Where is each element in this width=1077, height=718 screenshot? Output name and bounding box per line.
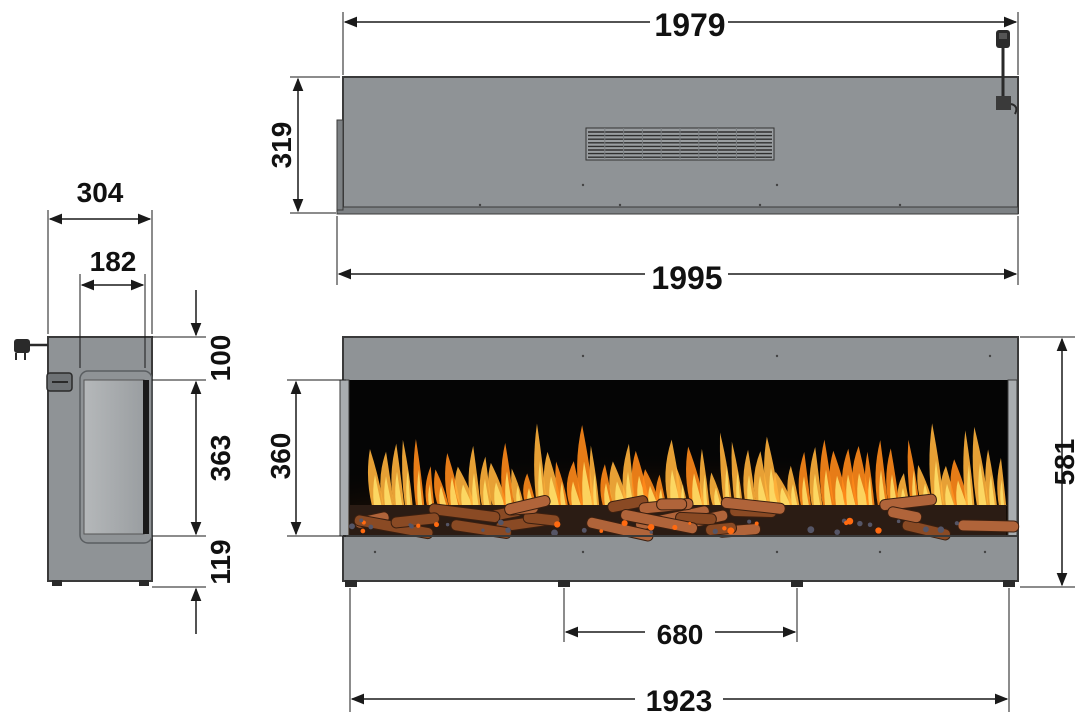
side-view <box>14 336 153 586</box>
side-power-plug-icon <box>14 339 48 360</box>
top-view-base-strip <box>336 206 1019 215</box>
front-foot-3 <box>791 580 803 587</box>
top-view <box>336 30 1019 215</box>
dimension-label-119: 119 <box>205 539 236 584</box>
dimension-label-680: 680 <box>657 619 704 650</box>
front-view <box>339 336 1020 587</box>
side-view-front-edge <box>143 380 149 534</box>
dimension-label-581: 581 <box>1049 439 1077 486</box>
dimension-360: 360 <box>265 379 346 537</box>
side-view-glass-frame <box>79 370 153 544</box>
front-foot-2 <box>558 580 570 587</box>
side-view-foot-right <box>139 580 149 586</box>
dimension-label-1923: 1923 <box>646 685 713 713</box>
dimension-1995: 1995 <box>336 216 1019 296</box>
dimension-581: 581 <box>1020 336 1077 588</box>
dimension-label-304: 304 <box>77 177 124 208</box>
side-view-glass <box>83 379 145 535</box>
dimension-680: 680 <box>563 588 798 650</box>
dimension-304: 304 <box>47 177 153 334</box>
front-view-right-glass <box>1007 379 1018 537</box>
dimension-319: 319 <box>266 76 340 214</box>
dimension-label-182: 182 <box>90 246 137 277</box>
front-foot-4 <box>1003 580 1015 587</box>
dimension-label-100: 100 <box>205 335 236 382</box>
front-foot-1 <box>345 580 357 587</box>
dimension-1923: 1923 <box>349 588 1010 718</box>
dimension-1979: 1979 <box>342 7 1019 75</box>
dimension-label-319: 319 <box>266 122 297 169</box>
dimension-label-363: 363 <box>205 435 236 482</box>
flames <box>367 423 1007 506</box>
dimension-label-360: 360 <box>265 433 296 480</box>
top-view-left-flange <box>336 119 344 211</box>
dimension-label-1995: 1995 <box>651 260 722 296</box>
dimension-side-vertical: 100 363 119 <box>152 290 236 634</box>
front-view-left-glass <box>339 379 350 537</box>
power-plug-icon <box>996 30 1018 115</box>
dimension-label-1979: 1979 <box>654 7 725 43</box>
dimension-182: 182 <box>79 246 146 368</box>
side-view-foot-left <box>52 580 62 586</box>
vent-grille <box>585 127 775 161</box>
